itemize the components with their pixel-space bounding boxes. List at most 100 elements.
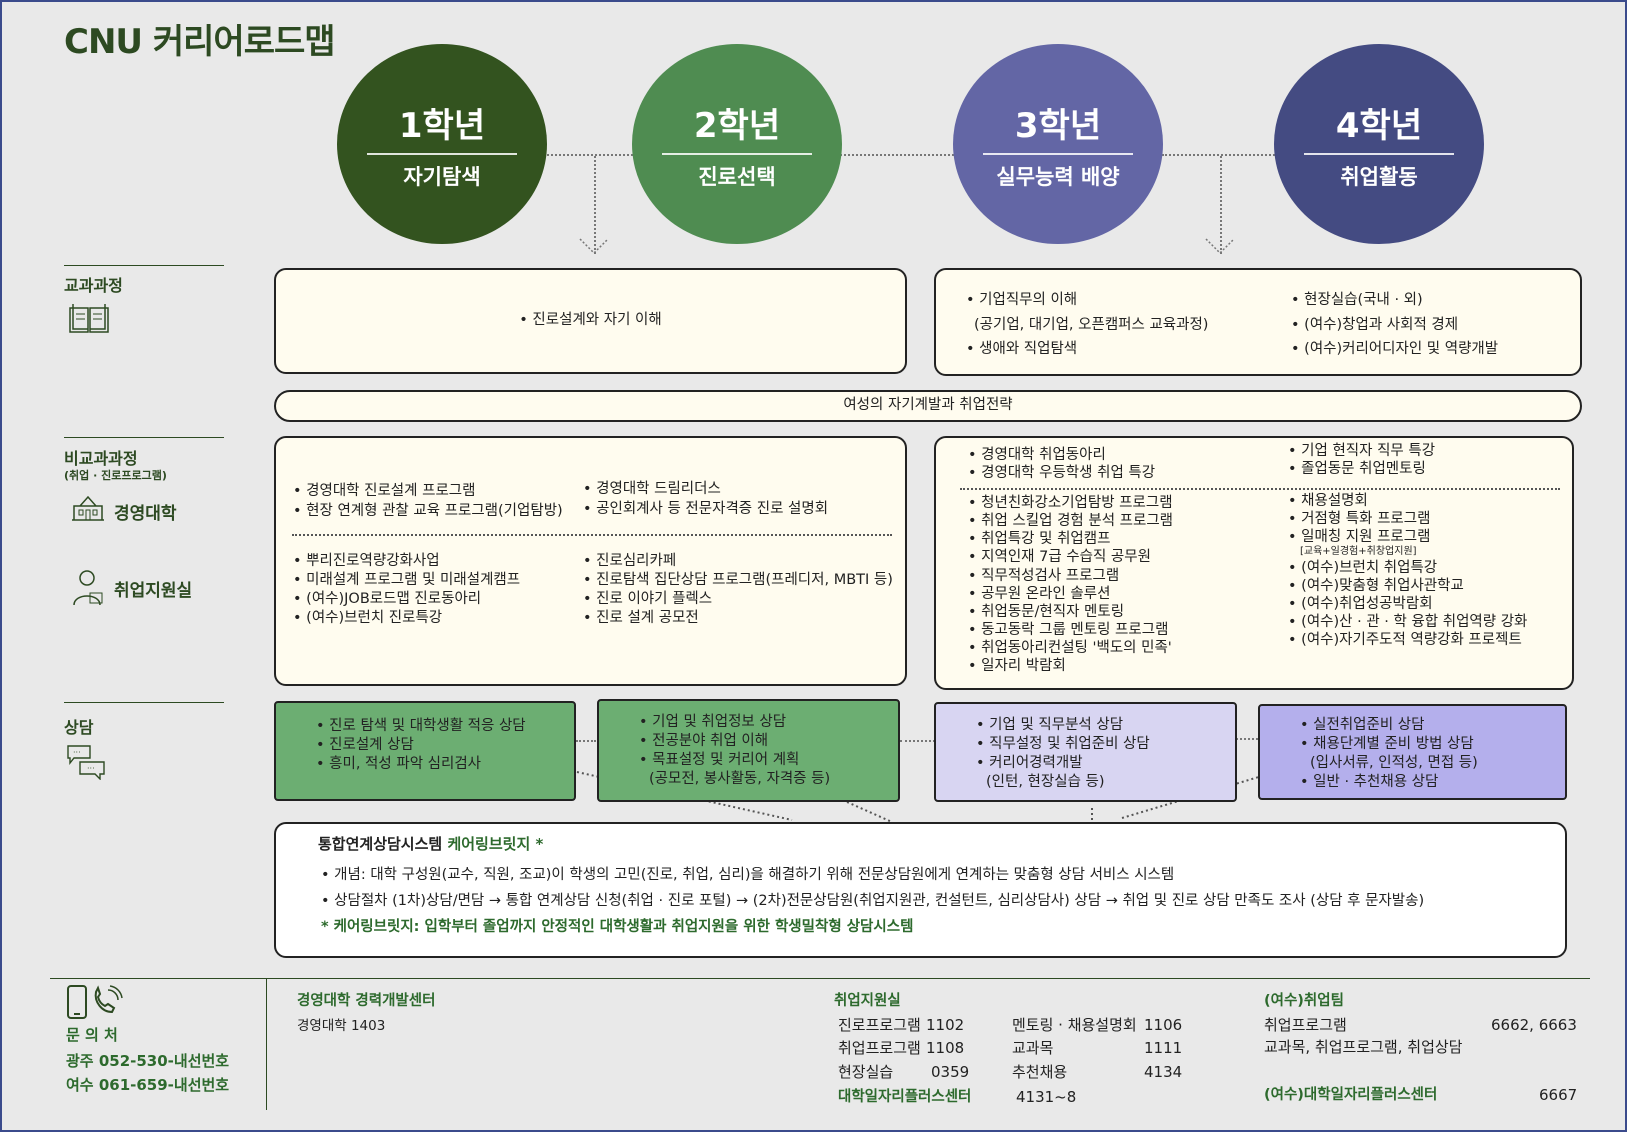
curriculum-box-late: • 기업직무의 이해 (공기업, 대기업, 오픈캠퍼스 교육과정) • 생애와 …: [934, 268, 1582, 376]
connector-line: [594, 156, 596, 254]
footer-divider: [50, 978, 1590, 979]
section-rule: [64, 702, 224, 703]
counseling-item: (입사서류, 인적성, 면접 등): [1310, 754, 1478, 771]
center-row-ext: 1106: [1144, 1016, 1183, 1034]
program-item: • 경영대학 취업동아리: [968, 447, 1106, 463]
curriculum-item: 여성의 자기계발과 취업전략: [843, 397, 1013, 414]
program-item: • 동고동락 그룹 멘토링 프로그램: [968, 621, 1169, 638]
program-item: • 취업 스킬업 경험 분석 프로그램: [968, 513, 1174, 530]
connector-line: [840, 154, 958, 156]
program-item: • 진로 설계 공모전: [583, 609, 699, 626]
counseling-item: (공모전, 봉사활동, 자격증 등): [649, 770, 831, 787]
program-item: • 청년친화강소기업탐방 프로그램: [968, 495, 1173, 511]
divider: [292, 534, 892, 536]
curriculum-item: • (여수)창업과 사회적 경제: [1291, 316, 1459, 333]
year-label: 3학년: [983, 98, 1133, 155]
system-box: 통합연계상담시스템 케어링브릿지 * • 개념: 대학 구성원(교수, 직원, …: [274, 822, 1567, 958]
center-row-label: 취업프로그램: [838, 1039, 921, 1058]
program-item: • 진로 이야기 플렉스: [583, 590, 713, 607]
curriculum-item: • 기업직무의 이해: [966, 292, 1078, 308]
counseling-item: • 기업 및 취업정보 상담: [639, 714, 787, 730]
connector-line: [576, 740, 596, 742]
contact-yeosu: 여수 061-659-내선번호: [66, 1076, 230, 1094]
yeosu-team-title: (여수)취업팀: [1264, 993, 1344, 1009]
center-row-label: 교과목: [1012, 1039, 1054, 1058]
counseling-item: • 흥미, 적성 파악 심리검사: [316, 755, 481, 772]
program-item: • 경영대학 우등학생 취업 특강: [968, 465, 1156, 482]
center-title: 취업지원실: [834, 993, 901, 1009]
contact-label: 문 의 처: [66, 1026, 118, 1044]
program-item: • 경영대학 진로설계 프로그램: [293, 483, 476, 499]
system-title: 통합연계상담시스템 케어링브릿지 *: [318, 834, 543, 854]
program-item: • (여수)취업성공박람회: [1288, 596, 1433, 613]
program-item: • 취업동아리컨설팅 '백도의 민족': [968, 640, 1172, 656]
program-item: • 공무원 온라인 솔루션: [968, 585, 1111, 602]
counseling-item: • 전공분야 취업 이해: [639, 732, 769, 749]
counseling-item: • 기업 및 직무분석 상담: [976, 717, 1124, 733]
counseling-item: • 일반 · 추천채용 상담: [1300, 773, 1439, 790]
arrow-down-icon: [1205, 238, 1235, 254]
footer-divider-vertical: [266, 978, 267, 1110]
counseling-box-4: • 실전취업준비 상담 • 채용단계별 준비 방법 상담 (입사서류, 인적성,…: [1258, 704, 1567, 800]
year-4-circle: 4학년 취업활동: [1274, 44, 1484, 244]
counseling-item: • 채용단계별 준비 방법 상담: [1300, 735, 1474, 752]
center-row-ext: 4134: [1144, 1062, 1183, 1081]
connector-line: [547, 154, 637, 156]
divider: [960, 488, 1560, 490]
center-row-ext: 1108: [926, 1039, 965, 1058]
program-item: • 일자리 박람회: [968, 658, 1066, 675]
counseling-box-2: • 기업 및 취업정보 상담 • 전공분야 취업 이해 • 목표설정 및 커리어…: [597, 699, 900, 802]
center-row-ext: 0359: [931, 1062, 970, 1081]
section-rule: [64, 437, 224, 438]
contact-gwangju: 광주 052-530-내선번호: [66, 1052, 230, 1070]
building-icon: [72, 495, 104, 521]
year-theme: 자기탐색: [403, 164, 481, 189]
counseling-item: • 진로설계 상담: [316, 736, 414, 753]
counseling-item: • 직무설정 및 취업준비 상담: [976, 735, 1150, 752]
year-label: 2학년: [662, 98, 812, 155]
center-row-label: 진로프로그램: [838, 1016, 921, 1034]
center-row-ext: 1111: [1144, 1039, 1183, 1058]
program-item: • 진로탐색 집단상담 프로그램(프레디저, MBTI 등): [583, 571, 893, 588]
bcdc-title: 경영대학 경력개발센터: [297, 993, 436, 1009]
year-theme: 실무능력 배양: [996, 164, 1120, 189]
counseling-label: 상담: [64, 718, 94, 737]
program-item: • 일매칭 지원 프로그램: [1288, 529, 1431, 546]
connector-line: [900, 740, 935, 742]
program-item: • 지역인재 7급 수습직 공무원: [968, 549, 1151, 566]
center-row-ext: 1102: [926, 1016, 965, 1034]
connector-line: [1236, 738, 1258, 740]
program-item: • (여수)브런치 진로특강: [293, 609, 443, 626]
year-2-circle: 2학년 진로선택: [632, 44, 842, 244]
program-item: • (여수)맞춤형 취업사관학교: [1288, 578, 1464, 594]
year-label: 1학년: [367, 98, 517, 155]
curriculum-label: 교과과정: [64, 276, 123, 295]
program-note: [교육+일경험+취창업지원]: [1300, 546, 1417, 558]
extra-sub-label: (취업 · 진로프로그램): [64, 469, 167, 482]
system-line: • 개념: 대학 구성원(교수, 직원, 조교)이 학생의 고민(진로, 취업,…: [321, 867, 1175, 883]
program-item: • 공인회계사 등 전문자격증 진로 설명회: [583, 500, 829, 517]
program-item: • (여수)JOB로드맵 진로동아리: [293, 590, 482, 607]
connector-line: [1162, 154, 1278, 156]
counseling-item: • 커리어경력개발: [976, 754, 1083, 771]
bcdc-ext: 경영대학 1403: [297, 1018, 386, 1034]
curriculum-item: • 생애와 직업탐색: [966, 341, 1078, 358]
program-item: • (여수)브런치 취업특강: [1288, 559, 1438, 576]
program-item: • (여수)자기주도적 역량강화 프로젝트: [1288, 632, 1522, 649]
system-title-brand: 케어링브릿지 *: [447, 835, 544, 853]
college-label: 경영대학: [114, 504, 177, 524]
curriculum-wide-box: 여성의 자기계발과 취업전략: [274, 390, 1582, 422]
chat-bubbles-icon: ······: [67, 745, 105, 780]
program-item: • 진로심리카페: [583, 553, 677, 569]
page-title: CNU 커리어로드맵: [64, 22, 336, 62]
counseling-item: • 진로 탐색 및 대학생활 적응 상담: [316, 718, 526, 734]
counseling-box-3: • 기업 및 직무분석 상담 • 직무설정 및 취업준비 상담 • 커리어경력개…: [934, 702, 1237, 802]
curriculum-box-early: • 진로설계와 자기 이해: [274, 268, 907, 374]
program-item: • 뿌리진로역량강화사업: [293, 553, 440, 569]
yeosu-plus-label: (여수)대학일자리플러스센터: [1264, 1087, 1438, 1103]
book-icon: [69, 304, 109, 333]
counseling-box-1: • 진로 탐색 및 대학생활 적응 상담 • 진로설계 상담 • 흥미, 적성 …: [274, 701, 576, 801]
curriculum-item: • (여수)커리어디자인 및 역량개발: [1291, 341, 1499, 358]
